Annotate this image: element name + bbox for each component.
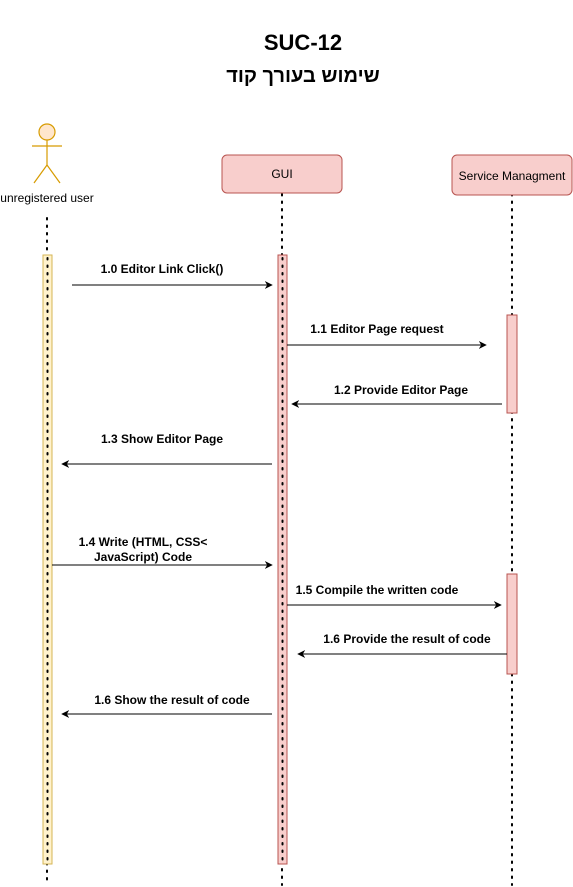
message-1-3: 1.3 Show Editor Page xyxy=(61,432,272,468)
activation-service-1 xyxy=(506,314,518,414)
message-1-6-show: 1.6 Show the result of code xyxy=(61,693,272,718)
message-label-line-2: JavaScript) Code xyxy=(94,550,192,564)
message-label: 1.2 Provide Editor Page xyxy=(334,383,468,397)
message-1-1: 1.1 Editor Page request xyxy=(287,322,487,349)
message-label: 1.6 Show the result of code xyxy=(94,693,250,707)
actor-unregistered-user: unregistered user xyxy=(0,123,94,205)
message-1-6-provide: 1.6 Provide the result of code xyxy=(297,632,507,658)
diagram-id: SUC-12 xyxy=(264,30,342,55)
message-label: 1.1 Editor Page request xyxy=(310,322,443,336)
message-1-5: 1.5 Compile the written code xyxy=(287,583,502,609)
message-label: 1.3 Show Editor Page xyxy=(101,432,223,446)
message-1-0: 1.0 Editor Link Click() xyxy=(72,262,273,289)
message-1-4: 1.4 Write (HTML, CSS< JavaScript) Code xyxy=(52,535,273,569)
lifeline-box-gui: GUI xyxy=(221,154,343,194)
lifeline-label-service: Service Managment xyxy=(459,169,566,183)
stick-figure-icon xyxy=(32,123,62,184)
message-label: 1.5 Compile the written code xyxy=(296,583,459,597)
message-label-line-1: 1.4 Write (HTML, CSS< xyxy=(79,535,208,549)
diagram-title: שימוש בעורך קוד xyxy=(226,65,380,87)
message-1-2: 1.2 Provide Editor Page xyxy=(291,383,502,408)
message-label: 1.0 Editor Link Click() xyxy=(101,262,224,276)
message-label: 1.6 Provide the result of code xyxy=(323,632,491,646)
lifeline-box-service: Service Managment xyxy=(451,154,573,196)
activation-service-2 xyxy=(506,573,518,675)
lifeline-label-gui: GUI xyxy=(271,167,292,181)
actor-label: unregistered user xyxy=(0,191,93,205)
